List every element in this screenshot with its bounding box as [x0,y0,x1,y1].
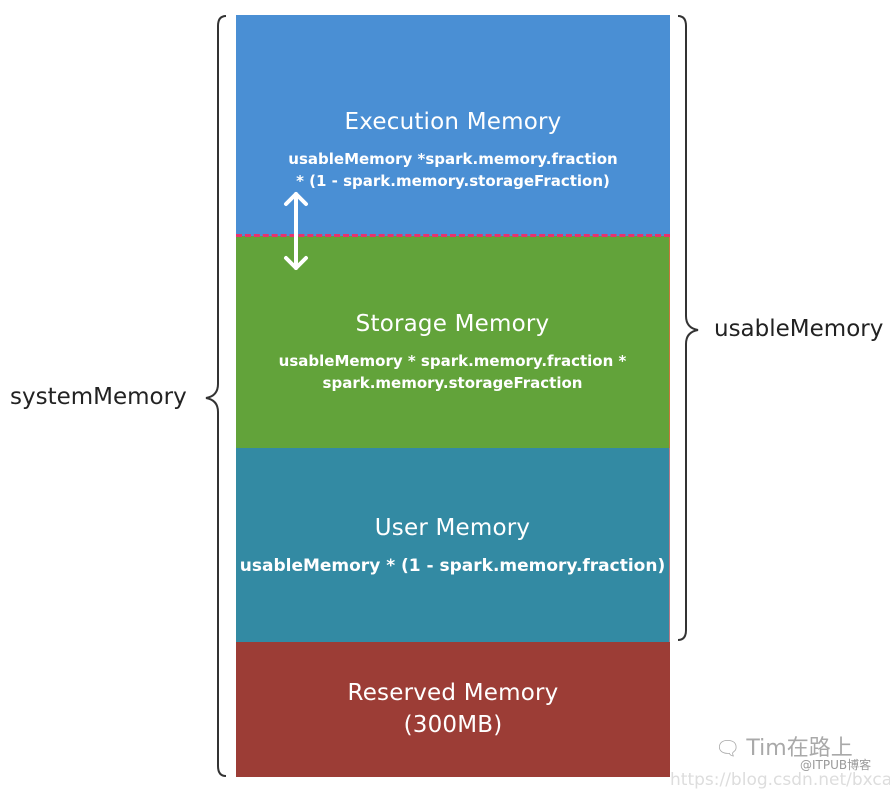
execution-memory-formula: usableMemory *spark.memory.fraction * (1… [236,148,670,192]
storage-formula-line1: usableMemory * spark.memory.fraction * [278,352,627,370]
watermark-source: @ITPUB博客 [800,758,872,772]
execution-memory-title: Execution Memory [344,109,562,135]
user-memory-title: User Memory [374,515,531,541]
reserved-memory-title: Reserved Memory (300MB) [236,677,670,741]
memory-stack: Execution Memory usableMemory *spark.mem… [236,15,670,777]
storage-formula-line2: spark.memory.storageFraction [322,374,583,392]
storage-memory-formula: usableMemory * spark.memory.fraction * s… [236,350,669,394]
watermark-author: 🗨Tim在路上 [715,730,853,762]
user-memory-block: User Memory usableMemory * (1 - spark.me… [236,448,670,642]
system-memory-brace [205,15,227,777]
execution-storage-boundary [236,234,670,237]
usable-memory-label: usableMemory [714,316,884,342]
storage-memory-title: Storage Memory [355,311,550,337]
storage-memory-block: Storage Memory usableMemory * spark.memo… [236,236,670,448]
watermark-url: https://blog.csdn.net/bxcaiw [670,770,890,790]
watermark-author-name: Tim在路上 [746,736,853,761]
double-arrow-icon [284,192,308,270]
execution-memory-block: Execution Memory usableMemory *spark.mem… [236,15,670,236]
reserved-memory-size: (300MB) [403,712,503,738]
reserved-memory-block: Reserved Memory (300MB) [236,642,670,777]
wechat-icon: 🗨 [715,736,741,760]
execution-formula-line2: * (1 - spark.memory.storageFraction) [296,172,610,190]
user-memory-formula: usableMemory * (1 - spark.memory.fractio… [239,556,666,576]
usable-memory-brace [677,15,699,641]
execution-formula-line1: usableMemory *spark.memory.fraction [288,150,618,168]
reserved-memory-title-line1: Reserved Memory [347,680,559,706]
system-memory-label: systemMemory [10,384,187,410]
